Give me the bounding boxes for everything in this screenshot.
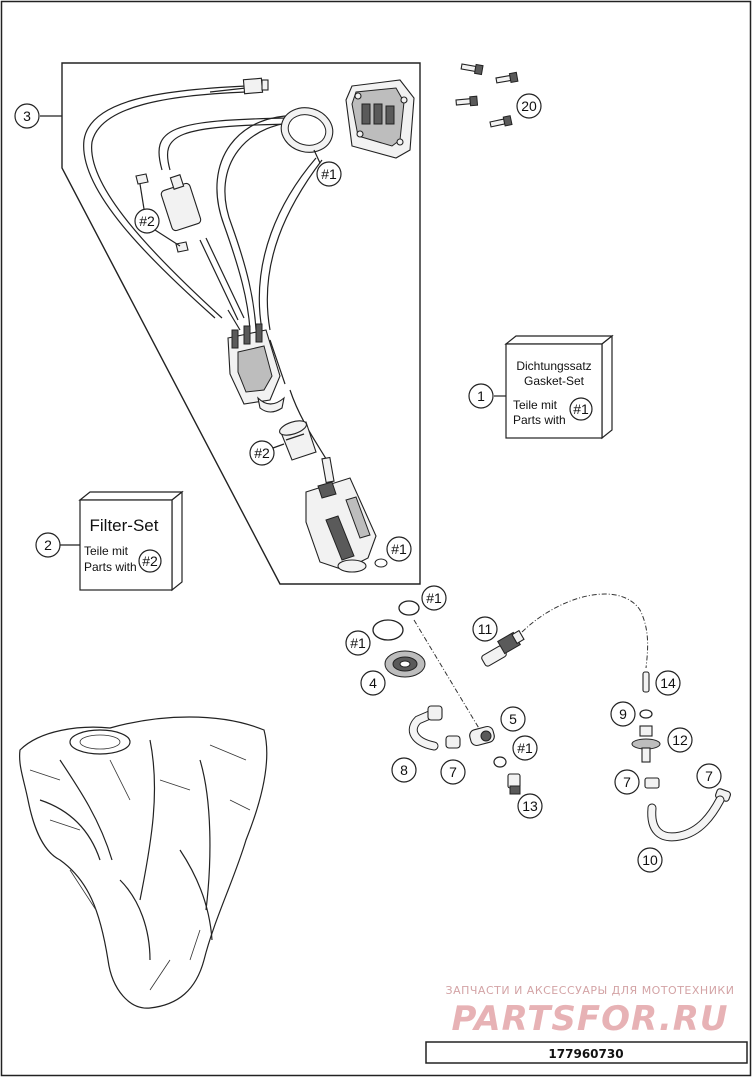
svg-text:14: 14 xyxy=(660,675,676,691)
svg-text:7: 7 xyxy=(449,764,457,780)
ref-1-small-ring: #1 xyxy=(512,735,538,761)
pickup-pipe xyxy=(321,456,335,484)
svg-text:#1: #1 xyxy=(350,635,366,651)
callout-11: 11 xyxy=(472,616,498,642)
callout-8: 8 xyxy=(391,757,417,783)
grommet-4 xyxy=(384,650,426,678)
watermark-tagline: ЗАПЧАСТИ И АКСЕССУАРЫ ДЛЯ МОТОТЕХНИКИ xyxy=(446,984,735,997)
callout-4: 4 xyxy=(360,670,386,696)
flange-seal-ring xyxy=(280,107,334,153)
filter-box-line1: Teile mit xyxy=(84,544,129,558)
o-ring-large xyxy=(372,619,404,641)
svg-text:#1: #1 xyxy=(426,590,442,606)
svg-text:1: 1 xyxy=(477,388,485,404)
hose-8 xyxy=(408,705,443,751)
bolts-20 xyxy=(455,63,519,128)
valve-12 xyxy=(631,725,661,763)
assembly-frame-3 xyxy=(61,62,421,585)
connector-11 xyxy=(481,629,525,667)
assembly-axis xyxy=(413,619,481,731)
svg-text:5: 5 xyxy=(509,711,517,727)
svg-text:12: 12 xyxy=(672,732,688,748)
gasket-box-line4: Parts with xyxy=(513,413,566,427)
svg-text:10: 10 xyxy=(642,852,658,868)
o-ring-9 xyxy=(639,709,653,719)
svg-text:#2: #2 xyxy=(254,445,270,461)
callout-5: 5 xyxy=(500,706,526,732)
svg-text:#1: #1 xyxy=(391,541,407,557)
drawing-code: 177960730 xyxy=(548,1047,623,1061)
o-ring-small xyxy=(493,756,507,768)
fitting-5 xyxy=(469,725,495,747)
svg-text:2: 2 xyxy=(44,537,52,553)
clamp-7a xyxy=(445,735,461,749)
filter-sleeve xyxy=(279,420,317,461)
callout-9: 9 xyxy=(610,701,636,727)
callout-7a: 7 xyxy=(440,759,466,785)
svg-text:8: 8 xyxy=(400,762,408,778)
callout-1: 1 xyxy=(468,383,494,409)
wiring-harness xyxy=(83,77,269,319)
filter-box-ref: #2 xyxy=(142,553,158,569)
callout-7b: 7 xyxy=(614,769,640,795)
filter-box-line2: Parts with xyxy=(84,560,137,574)
inline-fuel-filter xyxy=(135,173,245,321)
svg-text:4: 4 xyxy=(369,675,377,691)
ref-1-pump: #1 xyxy=(386,536,412,562)
fuel-lines xyxy=(158,115,329,463)
svg-text:11: 11 xyxy=(478,621,493,637)
clamp-7b xyxy=(644,777,660,789)
hose-10 xyxy=(647,795,725,842)
ref-1-flange: #1 xyxy=(313,149,342,187)
pin-14 xyxy=(642,671,650,693)
filter-set-box: Filter-Set Teile mit Parts with #2 xyxy=(78,490,184,592)
gasket-box-line2: Gasket-Set xyxy=(524,374,585,388)
ref-2-sleeve: #2 xyxy=(249,440,285,466)
svg-text:9: 9 xyxy=(619,706,627,722)
callout-14: 14 xyxy=(655,670,681,696)
svg-text:7: 7 xyxy=(705,768,713,784)
gasket-box-line3: Teile mit xyxy=(513,398,558,412)
callout-7c: 7 xyxy=(696,763,722,789)
svg-text:#1: #1 xyxy=(517,740,533,756)
callout-13: 13 xyxy=(517,793,543,819)
ref-1-upper-ring: #1 xyxy=(421,585,447,611)
svg-text:13: 13 xyxy=(522,798,538,814)
gasket-box-line1: Dichtungssatz xyxy=(516,359,591,373)
watermark-logo: PARTSFOR.RU xyxy=(451,999,728,1039)
svg-text:7: 7 xyxy=(623,774,631,790)
fuel-tank xyxy=(19,716,268,1009)
vent-line xyxy=(521,593,649,669)
fuel-pump-body xyxy=(227,309,286,413)
callout-10: 10 xyxy=(637,847,663,873)
callout-2: 2 xyxy=(35,532,61,558)
ref-2-filter: #2 xyxy=(134,183,181,247)
filter-box-title: Filter-Set xyxy=(90,516,159,535)
pump-canister xyxy=(305,477,377,573)
ref-1-large-ring: #1 xyxy=(345,630,371,656)
svg-text:#1: #1 xyxy=(321,166,337,182)
callout-3: 3 xyxy=(14,103,40,129)
drawing-code-box xyxy=(425,1041,748,1064)
svg-text:20: 20 xyxy=(521,98,537,114)
o-ring-upper xyxy=(398,600,420,616)
pump-flange xyxy=(345,79,415,159)
gasket-box-ref: #1 xyxy=(573,401,589,417)
pump-o-ring xyxy=(374,558,388,568)
callout-20: 20 xyxy=(516,93,542,119)
svg-text:3: 3 xyxy=(23,108,31,124)
nipple-13 xyxy=(507,773,521,795)
svg-text:#2: #2 xyxy=(139,213,155,229)
callout-12: 12 xyxy=(667,727,693,753)
gasket-set-box: Dichtungssatz Gasket-Set Teile mit Parts… xyxy=(504,334,614,440)
